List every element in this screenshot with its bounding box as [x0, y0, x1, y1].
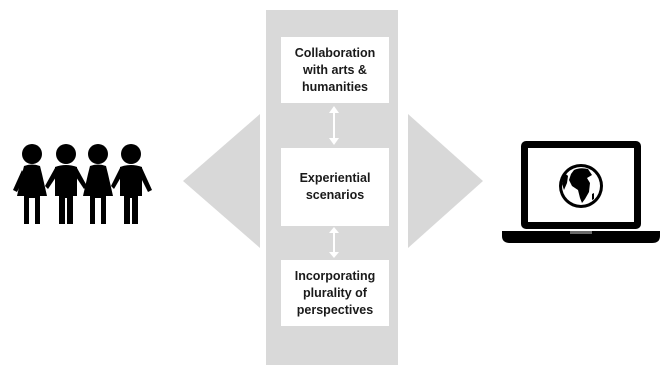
left-arrow	[183, 114, 260, 248]
right-arrow	[408, 114, 483, 248]
laptop-with-globe-icon	[502, 141, 660, 243]
person-2-icon	[45, 144, 87, 224]
box-plurality-of-perspectives-label: Incorporating plurality of perspectives	[294, 268, 376, 317]
laptop-base	[502, 231, 660, 243]
connector-1-2	[329, 106, 339, 145]
group-of-people-icon	[13, 144, 152, 224]
connector-2-3	[329, 227, 339, 258]
person-4-icon	[111, 144, 152, 224]
box-collaboration-label: Collaboration with arts & humanities	[294, 45, 376, 94]
box-experiential-scenarios-label: Experiential scenarios	[299, 171, 371, 202]
box-collaboration: Collaboration with arts & humanities	[281, 37, 389, 103]
globe-icon	[559, 164, 603, 208]
box-plurality-of-perspectives: Incorporating plurality of perspectives	[281, 260, 389, 326]
person-3-icon	[83, 144, 113, 224]
person-1-icon	[13, 144, 47, 224]
box-experiential-scenarios: Experiential scenarios	[281, 148, 389, 226]
